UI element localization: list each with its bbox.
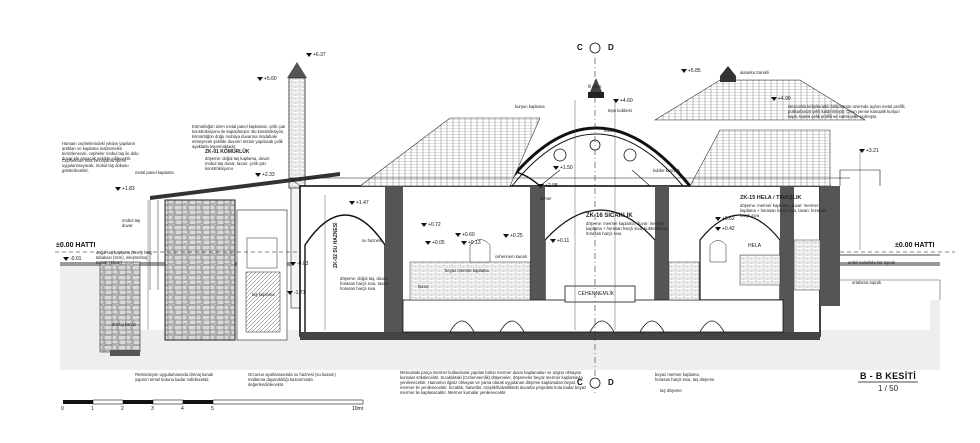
room-hela: HELA	[748, 243, 762, 249]
section-scale: 1 / 50	[878, 384, 899, 393]
label-metal: metal panel kaplama	[135, 170, 174, 175]
note-bottom-center: Mescuttaki parça mermer kullanılarak yap…	[400, 370, 587, 395]
roofs	[289, 66, 867, 187]
label-kubbe-kasnak: kubbe kasnağı	[653, 168, 681, 173]
note-zk16-floor: döşeme: mermer kaplama, duvar: mermer ka…	[586, 221, 669, 236]
coal-room-zk01	[149, 172, 340, 341]
label-kurs: kurşun kaplama	[515, 104, 545, 109]
level-mark: +0.72	[421, 222, 441, 228]
level-mark: +0.13	[461, 240, 481, 246]
level-mark: +6.37	[306, 52, 326, 58]
label-kemer: kemer	[540, 196, 552, 201]
level-mark: +5.85	[681, 68, 701, 74]
label-tas-doseme: taş döşeme	[660, 388, 682, 393]
axis-label-bottom-left: C	[577, 378, 583, 387]
level-mark: +0.25	[503, 233, 523, 239]
axis-label-bottom-right: D	[608, 378, 614, 387]
level-mark: +3.21	[859, 148, 879, 154]
label-dogal: doğal taş kaplama (6cm), harç tabakası (…	[96, 250, 153, 265]
room-zk15: ZK-15 HELA / TIRAŞLIK	[740, 195, 802, 201]
label-drenaj: drenaj kanalı	[112, 322, 136, 327]
scale-tick-4: 4	[181, 406, 184, 412]
section-title: B - B KESİTİ	[860, 371, 917, 381]
label-cehennem-kanal: cehennem kanalı	[495, 254, 527, 259]
level-mark: +2.33	[255, 172, 275, 178]
level-mark: +0.05	[425, 240, 445, 246]
level-mark: -0.01	[62, 256, 82, 262]
axis-label-top-left: C	[577, 43, 583, 52]
note-zk01-floor: döşeme: doğal taş kaplama, duvar: mobul …	[205, 156, 271, 171]
label-kurna: kurna	[418, 284, 429, 289]
dimension-lines	[147, 100, 861, 330]
level-mark: +0.62	[715, 216, 735, 222]
note-top-left: Hamam cephelerindeki yıkılan yapıların a…	[62, 141, 139, 161]
level-mark: +0.60	[455, 232, 475, 238]
level-mark: +1.83	[115, 186, 135, 192]
datum-left: ±0.00 HATTI	[56, 242, 96, 249]
datum-right: ±0.00 HATTI	[895, 242, 935, 249]
level-mark: +5.60	[257, 76, 277, 82]
scale-bar	[63, 399, 364, 405]
level-mark: +1.50	[553, 165, 573, 171]
level-mark: -0.03	[289, 261, 309, 267]
label-fil-gozu: fil gözü	[588, 84, 602, 89]
axis-cd	[589, 42, 601, 395]
note-bottom-mid: Orcunun ayarlamasında su haznesi (su kaz…	[248, 372, 336, 387]
room-zk01: ZK-01 KÖMÜRLÜK	[205, 149, 250, 155]
scale-tick-3: 3	[151, 406, 154, 412]
level-mark: +4.60	[613, 98, 633, 104]
room-zk16: ZK-16 SICAKLIK	[586, 213, 633, 219]
label-kubbe: kubbe	[604, 128, 616, 133]
label-alaturka: alaturka Sürekli	[740, 70, 769, 75]
level-mark: +4.90	[771, 96, 791, 102]
room-zk02: ZK-02 SU HAZNESİ	[333, 222, 339, 268]
level-mark: +1.47	[349, 200, 369, 206]
level-mark: +0.42	[715, 226, 735, 232]
right-annex	[820, 169, 941, 306]
label-ortalama: ortalama toprak	[852, 280, 882, 285]
note-zk02-floor: döşeme: doğal taş, duvar: horasan harçlı…	[340, 276, 390, 291]
label-tas-kapl: taş kaplama	[252, 292, 275, 297]
level-mark: -1.71	[286, 290, 306, 296]
level-mark: +0.11	[549, 238, 570, 244]
note-top-left-2: Cephelerde sıva ve boyama işlemi uygulan…	[62, 158, 129, 173]
label-tepe-kubbe: tepe kubbesi	[608, 108, 632, 113]
note-right: Mescuttta kelip/kıratlık bölümünün üzeri…	[788, 104, 906, 119]
note-bottom-left: Restorasyon uygulamasında drenaj kanalı …	[135, 372, 214, 382]
note-zk15-floor: döşeme: mermer kaplama, duvar: mermer ka…	[740, 203, 827, 218]
axis-label-top-right: D	[608, 43, 614, 52]
note-bottom-right: beyaz mermer kaplama, horasan harçlı sıv…	[655, 372, 715, 382]
level-mark: +2.08	[538, 183, 558, 189]
scale-tick-5: 5	[211, 406, 214, 412]
label-beyaz-mermer: beyaz mermer kaplama	[445, 268, 489, 273]
scale-tick-0: 0	[61, 406, 64, 412]
scale-end: 10mt	[352, 406, 364, 412]
label-mobul: mobul taş duvar	[122, 218, 141, 228]
scale-tick-1: 1	[91, 406, 94, 412]
room-cehennemlik: CEHENNEMLİK	[578, 291, 615, 297]
label-atiklar: artıklı kalınlıkla küt toprak	[848, 260, 896, 265]
note-komurluk: Kömürlüğün üzeri metal panel kaplamalı, …	[192, 124, 286, 149]
label-su-hazne: su haznesi	[362, 238, 383, 243]
scale-tick-2: 2	[121, 406, 124, 412]
